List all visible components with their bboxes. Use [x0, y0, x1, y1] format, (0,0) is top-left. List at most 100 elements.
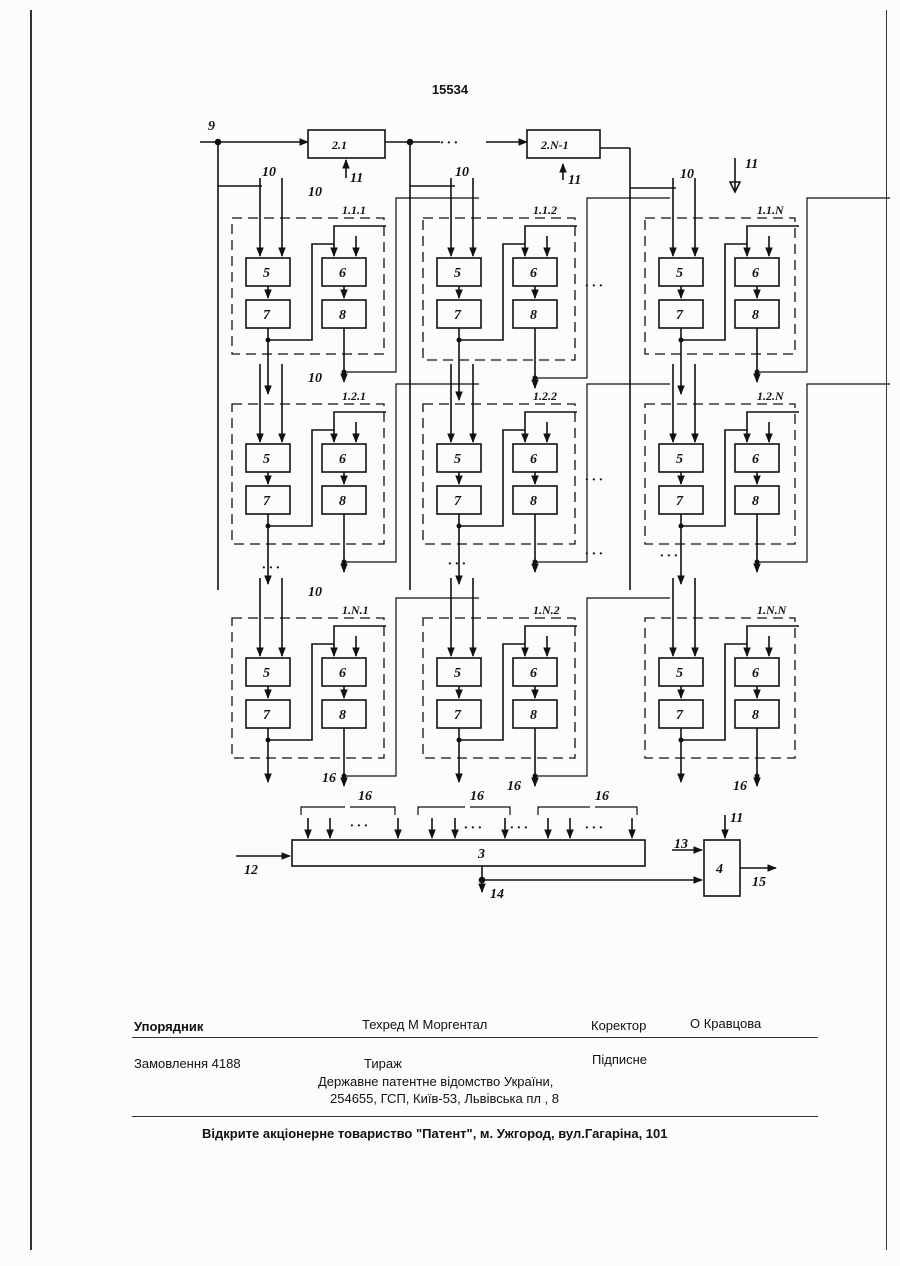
- block-7-label: 7: [454, 494, 462, 509]
- cell-2-3: [645, 404, 795, 544]
- row-ellipsis: · · ·: [660, 549, 678, 564]
- bus-ellipsis: · · ·: [350, 819, 368, 834]
- block-6-label: 6: [752, 452, 759, 467]
- line-10-label: 10: [308, 185, 322, 200]
- line-10-label: 10: [262, 165, 276, 180]
- block-5-label: 5: [454, 666, 461, 681]
- subscription-label: Підписне: [592, 1052, 647, 1067]
- block-7-label: 7: [263, 708, 271, 723]
- block-diagram: 9 11 11 11 16 16 16 16 16 16 3 4 12 13 1…: [0, 0, 900, 910]
- office-line-1: Державне патентне відомство України,: [318, 1074, 553, 1089]
- line-11-label: 11: [350, 171, 363, 186]
- block-6-label: 6: [339, 452, 346, 467]
- line-11-label: 11: [730, 811, 743, 826]
- block-5-label: 5: [454, 266, 461, 281]
- block-8-label: 8: [530, 708, 537, 723]
- cell-3-3: [645, 618, 795, 758]
- line-13-label: 13: [674, 837, 688, 852]
- line-10-label: 10: [680, 167, 694, 182]
- line-16-label: 16: [507, 779, 521, 794]
- block-6-label: 6: [752, 266, 759, 281]
- row-ellipsis: · · ·: [585, 547, 603, 562]
- block-6-label: 6: [530, 452, 537, 467]
- line-10-label: 10: [308, 585, 322, 600]
- publisher-line: Відкрите акціонерне товариство "Патент",…: [202, 1126, 668, 1141]
- cell-label: 1.1.1: [342, 203, 366, 217]
- block-5-label: 5: [676, 452, 683, 467]
- row-ellipsis: · · ·: [262, 561, 280, 576]
- block-5-label: 5: [676, 266, 683, 281]
- line-14-label: 14: [490, 887, 504, 902]
- block-8-label: 8: [752, 708, 759, 723]
- block-6-label: 6: [339, 666, 346, 681]
- line-16-label: 16: [358, 789, 372, 804]
- block-7-label: 7: [263, 308, 271, 323]
- block-6-label: 6: [339, 266, 346, 281]
- corrector-name: О Кравцова: [690, 1016, 761, 1031]
- block-8-label: 8: [752, 494, 759, 509]
- block-3-label: 3: [477, 847, 485, 862]
- block-7-label: 7: [676, 494, 684, 509]
- line-10-label: 10: [455, 165, 469, 180]
- cell-label: 1.1.2: [533, 203, 557, 217]
- block-8-label: 8: [339, 494, 346, 509]
- imprint-rule-1: [132, 1037, 818, 1038]
- line-16-label: 16: [322, 771, 336, 786]
- circulation-label: Тираж: [364, 1056, 402, 1071]
- line-16-label: 16: [733, 779, 747, 794]
- block-8-label: 8: [530, 308, 537, 323]
- input-label-9: 9: [208, 119, 215, 134]
- block-8-label: 8: [530, 494, 537, 509]
- block-5-label: 5: [263, 266, 270, 281]
- block-6-label: 6: [530, 666, 537, 681]
- block-5-label: 5: [676, 666, 683, 681]
- line-11-label: 11: [745, 157, 758, 172]
- techred-line: Техред М Моргентал: [362, 1017, 487, 1032]
- delay-block-label: 2.1: [331, 138, 347, 152]
- line-16-label: 16: [470, 789, 484, 804]
- block-5-label: 5: [263, 666, 270, 681]
- block-8-label: 8: [752, 308, 759, 323]
- row-ellipsis: · · ·: [585, 473, 603, 488]
- block-7-label: 7: [676, 308, 684, 323]
- cell-1-2: [423, 218, 575, 360]
- cell-2-2: [423, 404, 575, 544]
- line-15-label: 15: [752, 875, 766, 890]
- cell-label: 1.N.2: [533, 603, 560, 617]
- block-5-label: 5: [263, 452, 270, 467]
- bus-ellipsis: · · ·: [510, 821, 528, 836]
- line-10-label: 10: [308, 371, 322, 386]
- cell-label: 1.N.N: [757, 603, 788, 617]
- cell-label: 1.2.2: [533, 389, 557, 403]
- block-5-label: 5: [454, 452, 461, 467]
- block-8-label: 8: [339, 308, 346, 323]
- cell-2-1: [232, 404, 384, 544]
- bus-ellipsis: · · ·: [440, 136, 458, 151]
- block-3: [292, 840, 645, 866]
- imprint-rule-2: [132, 1116, 818, 1117]
- line-16-label: 16: [595, 789, 609, 804]
- cell-label: 1.2.N: [757, 389, 785, 403]
- order-number: Замовлення 4188: [134, 1056, 241, 1071]
- block-4-label: 4: [715, 862, 723, 877]
- corrector-label: Коректор: [591, 1018, 646, 1033]
- cell-label: 1.1.N: [757, 203, 785, 217]
- block-6-label: 6: [530, 266, 537, 281]
- cell-3-1: [232, 618, 384, 758]
- block-7-label: 7: [263, 494, 271, 509]
- cell-label: 1.N.1: [342, 603, 369, 617]
- block-6-label: 6: [752, 666, 759, 681]
- line-11-label: 11: [568, 173, 581, 188]
- block-7-label: 7: [454, 708, 462, 723]
- block-8-label: 8: [339, 708, 346, 723]
- cell-label: 1.2.1: [342, 389, 366, 403]
- bus-ellipsis: · · ·: [464, 821, 482, 836]
- compiler-label: Упорядник: [134, 1019, 203, 1034]
- delay-block-label: 2.N-1: [540, 138, 569, 152]
- bus-ellipsis: · · ·: [585, 821, 603, 836]
- line-12-label: 12: [244, 863, 258, 878]
- office-line-2: 254655, ГСП, Київ-53, Львівська пл , 8: [330, 1091, 559, 1106]
- block-7-label: 7: [454, 308, 462, 323]
- block-7-label: 7: [676, 708, 684, 723]
- row-ellipsis: · · ·: [585, 279, 603, 294]
